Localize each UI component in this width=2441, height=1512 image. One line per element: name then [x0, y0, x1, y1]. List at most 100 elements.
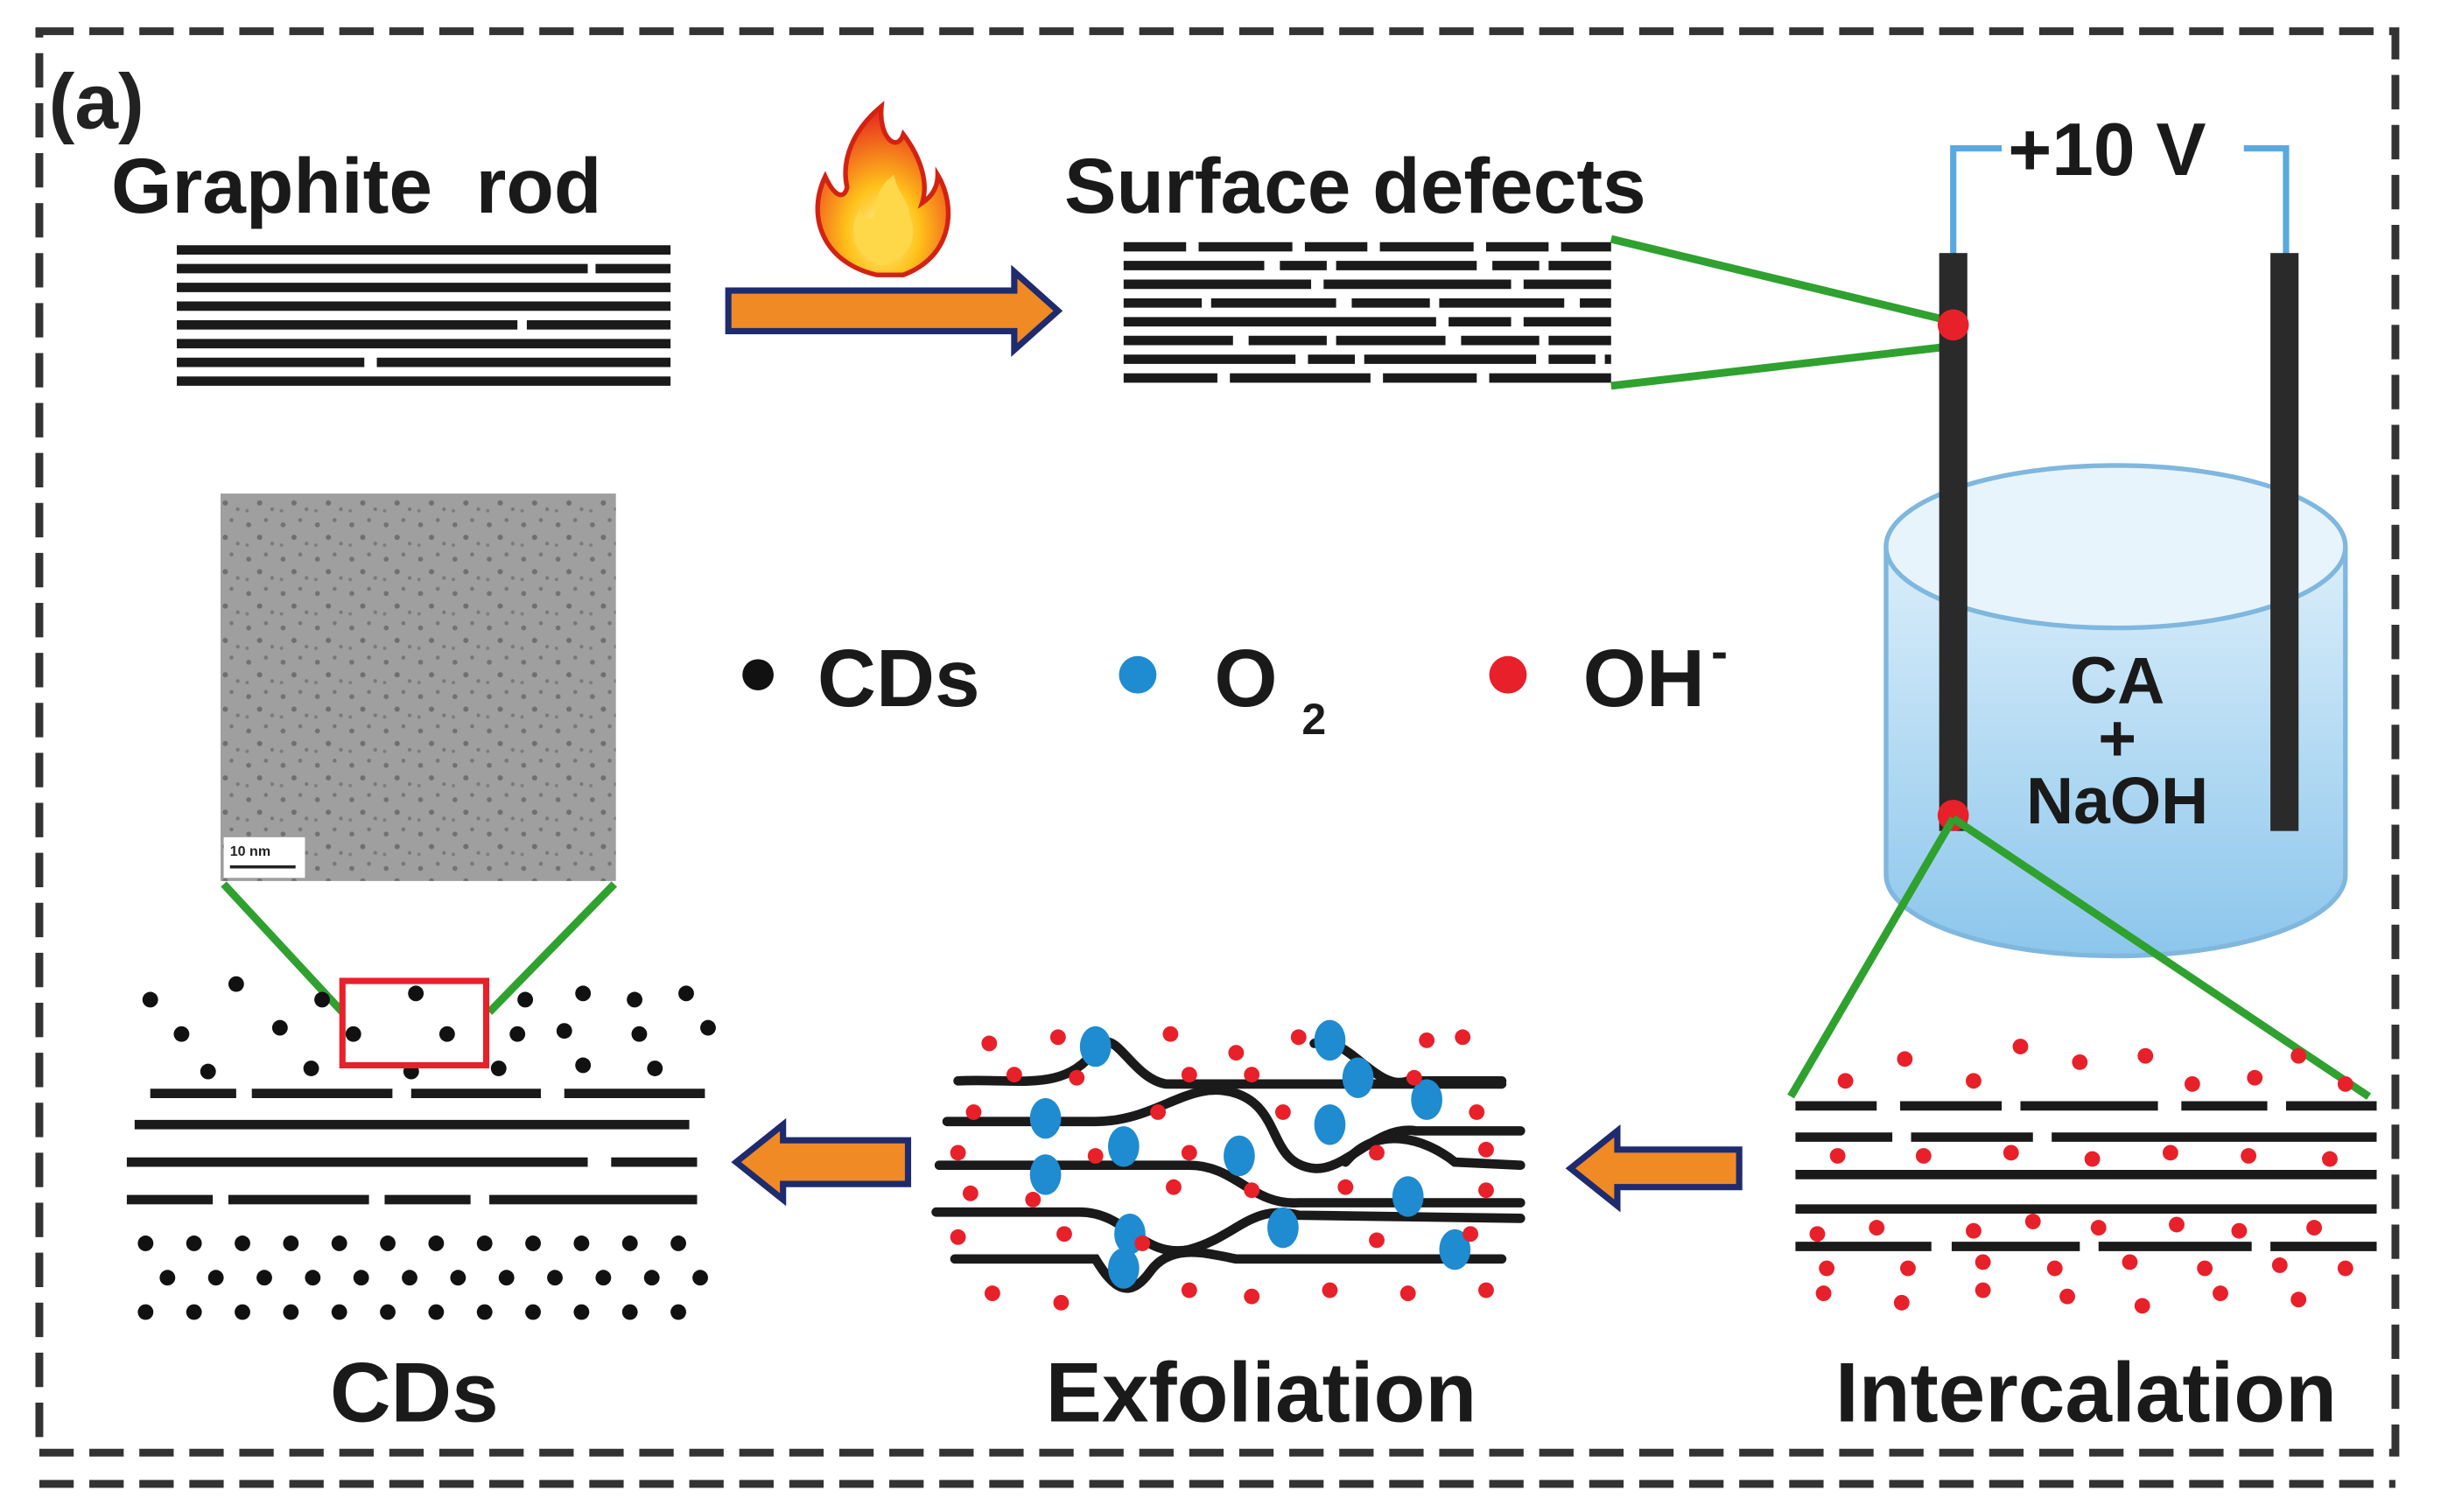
- electrolyte-plus-label: +: [2098, 701, 2136, 774]
- carbon-dot: [173, 1026, 190, 1042]
- exfoliated-sheet: [1340, 1133, 1526, 1171]
- carbon-dot: [228, 976, 244, 992]
- carbon-dot: [380, 1304, 396, 1320]
- carbon-dot: [353, 1270, 369, 1286]
- oxygen-dot: [1107, 1248, 1140, 1289]
- carbon-dot: [159, 1270, 176, 1286]
- carbon-dot: [631, 1026, 648, 1042]
- carbon-dot: [547, 1270, 563, 1286]
- hydroxide-dot: [1478, 1141, 1494, 1158]
- hydroxide-dot: [1369, 1232, 1385, 1249]
- hydroxide-dot: [1815, 1285, 1832, 1302]
- cds-layers: [126, 976, 716, 1320]
- hydroxide-dot: [1025, 1192, 1042, 1208]
- carbon-dot: [450, 1270, 466, 1286]
- carbon-dot: [314, 991, 330, 1008]
- hydroxide-dot: [1244, 1067, 1260, 1083]
- carbon-dot: [627, 991, 643, 1008]
- legend-marker-o2: [1119, 655, 1157, 694]
- hydroxide-dot: [2072, 1054, 2088, 1070]
- hydroxide-dot: [1181, 1282, 1197, 1298]
- hydroxide-dot: [1150, 1104, 1167, 1120]
- carbon-dot: [271, 1019, 288, 1036]
- hydroxide-dot: [1181, 1067, 1197, 1083]
- hydroxide-dot: [2290, 1292, 2307, 1308]
- hydroxide-dot: [2271, 1257, 2288, 1273]
- legend-marker-cds: [742, 659, 774, 691]
- hydroxide-dot: [1166, 1179, 1182, 1195]
- hydroxide-dot: [984, 1285, 1000, 1302]
- exfoliated-sheet: [950, 1247, 1507, 1293]
- hydroxide-dot: [2084, 1151, 2101, 1167]
- tem-scale-bar-box: [223, 836, 305, 878]
- hydroxide-dot: [950, 1144, 966, 1161]
- process-arrow-icon: [1565, 1124, 1743, 1213]
- hydroxide-dot: [2046, 1260, 2063, 1277]
- carbon-dot: [402, 1270, 417, 1286]
- carbon-dot: [525, 1236, 541, 1251]
- carbon-dot: [256, 1270, 272, 1286]
- carbon-dot: [200, 1063, 216, 1080]
- cds-stage-label: CDs: [330, 1346, 499, 1439]
- legend-label-cds: CDs: [817, 633, 980, 724]
- legend-label-o2-subscript: 2: [1301, 695, 1326, 744]
- carbon-dot: [235, 1304, 250, 1320]
- hydroxide-dot: [1893, 1294, 1910, 1311]
- carbon-dot: [283, 1236, 299, 1251]
- oxygen-dot: [1439, 1228, 1471, 1270]
- dashed-frame: [35, 27, 2400, 1488]
- oxygen-dot: [1411, 1079, 1442, 1120]
- oxygen-dot: [1029, 1097, 1062, 1139]
- carbon-dot: [498, 1270, 515, 1286]
- intercalation-stage-label: Intercalation: [1835, 1346, 2337, 1439]
- hydroxide-dot: [2122, 1254, 2138, 1270]
- carbon-dot: [678, 985, 694, 1002]
- oxygen-dot: [1392, 1176, 1424, 1217]
- hydroxide-dot: [2090, 1220, 2107, 1236]
- highlight-box: [339, 977, 490, 1069]
- carbon-dot: [476, 1304, 493, 1320]
- hydroxide-dot: [1478, 1182, 1494, 1199]
- hydroxide-dot: [2003, 1144, 2019, 1161]
- carbon-dot: [670, 1304, 686, 1320]
- hydroxide-dot: [2197, 1260, 2213, 1277]
- electrode-icon: [2270, 253, 2299, 831]
- voltage-label: +10 V: [2008, 108, 2206, 192]
- hydroxide-dot: [1819, 1260, 1835, 1277]
- carbon-dot: [345, 1026, 361, 1042]
- carbon-dot: [573, 1304, 590, 1320]
- hydroxide-dot: [2012, 1039, 2029, 1054]
- carbon-dot: [700, 1019, 716, 1036]
- exfoliation-stage-label: Exfoliation: [1046, 1346, 1477, 1439]
- carbon-dot: [207, 1270, 224, 1286]
- carbon-dot: [380, 1236, 396, 1251]
- oxygen-dot: [1342, 1057, 1374, 1098]
- oxygen-dot: [1079, 1026, 1112, 1068]
- legend: CDs O 2 OH -: [742, 624, 1728, 744]
- oxygen-dot: [1107, 1126, 1140, 1167]
- hydroxide-dot: [1469, 1104, 1485, 1120]
- carbon-dot: [303, 1060, 319, 1076]
- tem-scale-bar-label: 10 nm: [230, 844, 270, 859]
- legend-label-o2: O: [1214, 633, 1277, 724]
- carbon-dot: [517, 991, 534, 1008]
- hydroxide-dot: [1966, 1222, 1982, 1239]
- electrode-icon: [1939, 253, 1968, 831]
- hydroxide-dot: [2337, 1075, 2353, 1092]
- hydroxide-dot: [1049, 1029, 1066, 1046]
- hydroxide-dot: [1181, 1144, 1197, 1161]
- hydroxide-dot: [2059, 1288, 2075, 1305]
- panel-label: (a): [49, 57, 144, 144]
- hydroxide-dot: [1228, 1045, 1245, 1061]
- hydroxide-dot: [2137, 1047, 2154, 1064]
- exfoliation-layers: [931, 1019, 1526, 1311]
- hydroxide-dot: [2134, 1298, 2150, 1314]
- hydroxide-dot: [2290, 1047, 2307, 1064]
- carbon-dot: [575, 1057, 592, 1074]
- electrolyte-ca-label: CA: [2070, 643, 2164, 717]
- legend-label-oh-superscript: -: [1711, 624, 1728, 680]
- carbon-dot: [137, 1304, 154, 1320]
- legend-marker-oh: [1489, 655, 1527, 694]
- carbon-dot: [186, 1236, 202, 1251]
